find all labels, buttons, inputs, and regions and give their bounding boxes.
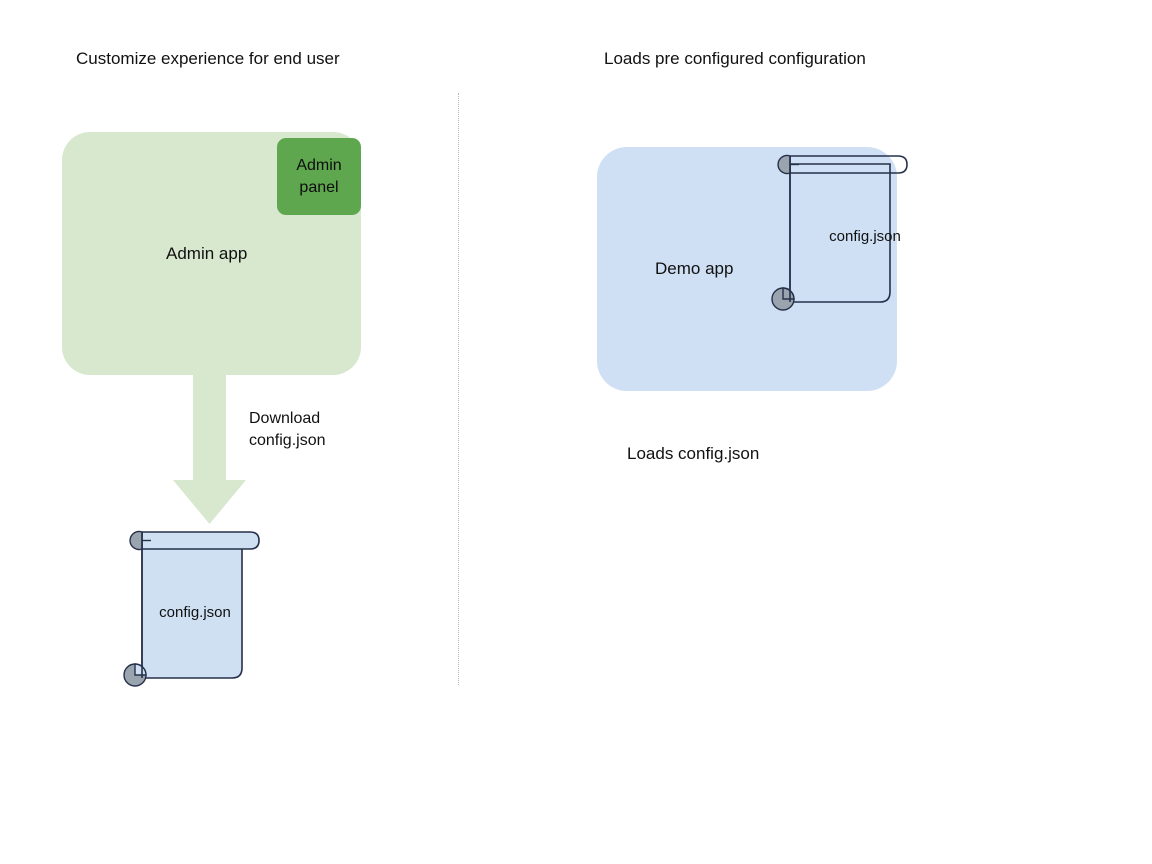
config-file-scroll-right[interactable]: config.json bbox=[771, 152, 914, 314]
vertical-divider bbox=[458, 93, 459, 685]
left-column-title: Customize experience for end user bbox=[76, 49, 340, 68]
loads-config-caption: Loads config.json bbox=[627, 444, 760, 463]
config-file-label-right: config.json bbox=[829, 228, 901, 245]
demo-app-card[interactable]: Demo app bbox=[597, 147, 897, 391]
demo-app-label: Demo app bbox=[655, 259, 734, 278]
download-arrow-icon bbox=[160, 368, 264, 526]
config-file-scroll-left[interactable]: config.json bbox=[123, 528, 266, 690]
download-arrow-label-line1: Download bbox=[249, 410, 321, 427]
config-file-label-left: config.json bbox=[159, 604, 231, 621]
download-arrow-label-line2: config.json bbox=[249, 432, 326, 449]
admin-app-label: Admin app bbox=[166, 244, 248, 263]
admin-panel-label: Admin panel bbox=[296, 156, 342, 196]
download-arrow-label: Download config.json bbox=[249, 408, 326, 452]
admin-panel-badge[interactable]: Admin panel bbox=[277, 138, 361, 215]
admin-app-card[interactable]: Admin app Admin panel bbox=[62, 132, 361, 375]
right-column-title: Loads pre configured configuration bbox=[604, 49, 866, 68]
